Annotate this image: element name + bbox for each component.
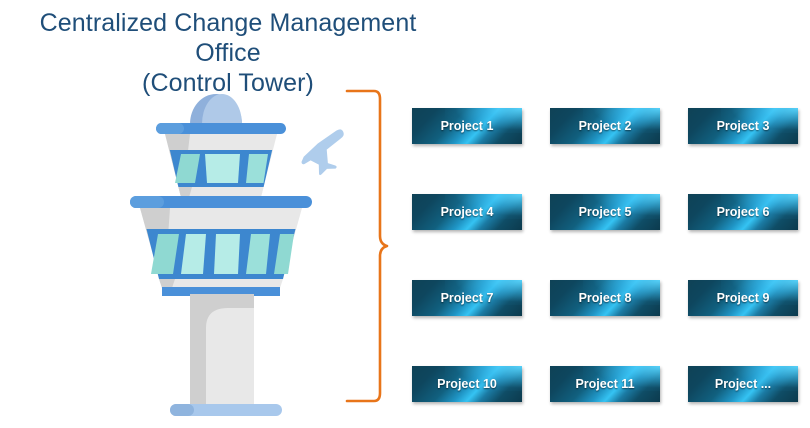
project-box-label: Project 2: [578, 119, 632, 133]
page-title-line-2: (Control Tower): [142, 69, 314, 97]
project-box-label: Project 1: [440, 119, 494, 133]
project-box-label: Project ...: [714, 377, 772, 391]
project-box[interactable]: Project 8: [550, 280, 660, 316]
airplane-icon: [301, 129, 344, 176]
project-box-label: Project 7: [440, 291, 494, 305]
project-box-label: Project 8: [578, 291, 632, 305]
project-box[interactable]: Project 11: [550, 366, 660, 402]
tower-dome: [190, 94, 242, 126]
project-box[interactable]: Project 7: [412, 280, 522, 316]
project-box-label: Project 5: [578, 205, 632, 219]
tower-lower-tier: [140, 208, 302, 296]
projects-grid: Project 1 Project 2 Project 3 Project 4 …: [412, 108, 802, 416]
project-box[interactable]: Project 4: [412, 194, 522, 230]
project-box[interactable]: Project 10: [412, 366, 522, 402]
project-box[interactable]: Project 2: [550, 108, 660, 144]
control-tower-illustration: [130, 94, 344, 416]
project-box[interactable]: Project 9: [688, 280, 798, 316]
tower-column: [190, 294, 254, 408]
tower-lower-rail: [130, 196, 312, 208]
project-box-label: Project 11: [575, 377, 635, 391]
tower-base: [170, 404, 282, 416]
page-title: Centralized Change Management Office (Co…: [18, 8, 438, 98]
project-box[interactable]: Project 3: [688, 108, 798, 144]
tower-upper-tier: [165, 134, 277, 201]
project-box-label: Project 4: [440, 205, 494, 219]
project-box[interactable]: Project 1: [412, 108, 522, 144]
tower-upper-rail: [156, 123, 286, 134]
project-box-label: Project 6: [716, 205, 770, 219]
project-box-label: Project 10: [437, 377, 497, 391]
project-box-label: Project 9: [716, 291, 770, 305]
curly-brace-right: [345, 89, 389, 403]
project-box[interactable]: Project ...: [688, 366, 798, 402]
page-title-line-1: Centralized Change Management Office: [39, 9, 417, 67]
project-box[interactable]: Project 5: [550, 194, 660, 230]
project-box[interactable]: Project 6: [688, 194, 798, 230]
project-box-label: Project 3: [716, 119, 770, 133]
